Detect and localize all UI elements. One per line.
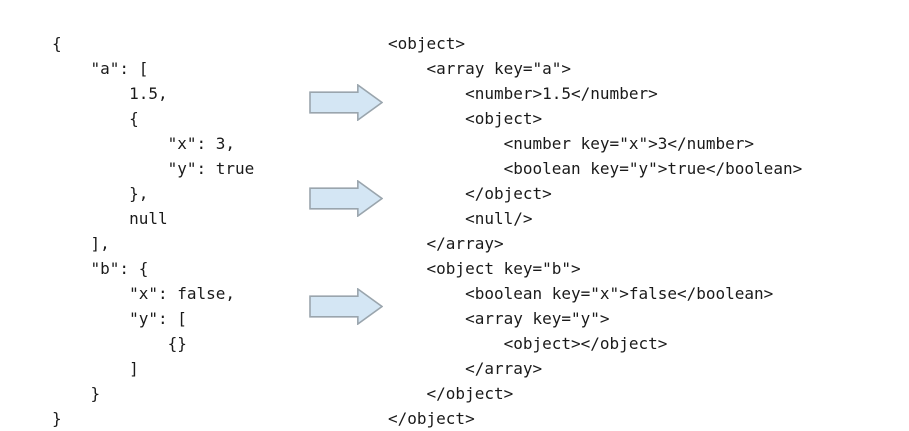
right-arrow-icon — [309, 288, 383, 325]
xml-code-line: <boolean key="y">true</boolean> — [388, 159, 803, 178]
json-code-line: } — [52, 384, 101, 403]
json-code-line: "y": [ — [52, 309, 187, 328]
json-code-line: ], — [52, 234, 110, 253]
xml-code-line: </array> — [388, 234, 504, 253]
xml-code-line: <null/> — [388, 209, 533, 228]
json-code-line: "a": [ — [52, 59, 149, 78]
xml-code-line: </array> — [388, 359, 543, 378]
json-code-line: { — [52, 109, 139, 128]
xml-code-line: <array key="y"> — [388, 309, 610, 328]
xml-code-line: </object> — [388, 384, 514, 403]
right-arrow-icon — [309, 84, 383, 121]
json-code-line: {} — [52, 334, 187, 353]
mapping-arrow — [309, 288, 383, 325]
xml-code-line: <object> — [388, 34, 466, 53]
xml-code-line: </object> — [388, 184, 552, 203]
json-code-line: "x": false, — [52, 284, 236, 303]
json-to-xml-figure: { "a": [ 1.5, { "x": 3, "y": true }, nul… — [52, 34, 802, 428]
json-code-line: "x": 3, — [52, 134, 236, 153]
json-code-line: ] — [52, 359, 139, 378]
xml-code-line: <number key="x">3</number> — [388, 134, 755, 153]
json-code-line: "b": { — [52, 259, 149, 278]
json-code-line: }, — [52, 184, 149, 203]
json-code-line: 1.5, — [52, 84, 168, 103]
json-code-line: "y": true — [52, 159, 255, 178]
xml-code-line: <boolean key="x">false</boolean> — [388, 284, 774, 303]
xml-code-line: <object key="b"> — [388, 259, 581, 278]
json-code-line: { — [52, 34, 62, 53]
xml-code-line: <object></object> — [388, 334, 668, 353]
mapping-arrow — [309, 84, 383, 121]
xml-code-line: <array key="a"> — [388, 59, 572, 78]
right-arrow-icon — [309, 180, 383, 217]
json-code-line: } — [52, 409, 62, 428]
xml-code-line: </object> — [388, 409, 475, 428]
xml-code-line: <object> — [388, 109, 543, 128]
json-source-pane: { "a": [ 1.5, { "x": 3, "y": true }, nul… — [52, 31, 254, 431]
mapping-arrow — [309, 180, 383, 217]
xml-code-line: <number>1.5</number> — [388, 84, 658, 103]
json-code-line: null — [52, 209, 168, 228]
xml-result-pane: <object> <array key="a"> <number>1.5</nu… — [388, 31, 802, 431]
